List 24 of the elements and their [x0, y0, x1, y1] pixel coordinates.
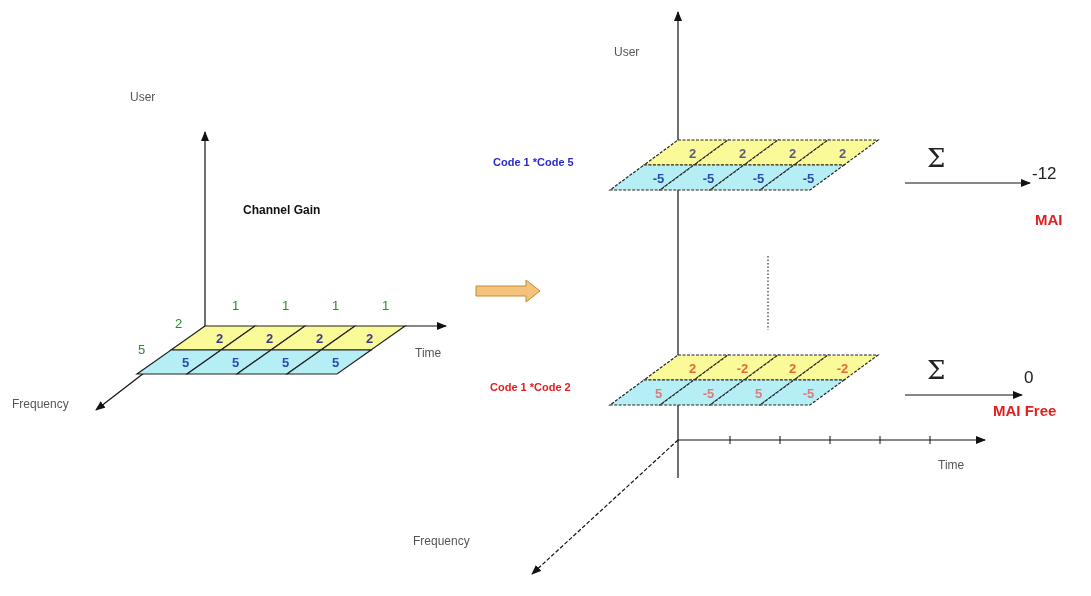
code-product-label: Code 1 *Code 5	[493, 156, 574, 168]
axis-label: User	[130, 90, 156, 104]
arrow	[904, 391, 1023, 399]
grid-cell: 2	[644, 140, 728, 165]
edge-label: Σ	[927, 143, 946, 173]
grid-cell: 2	[644, 355, 728, 380]
axis-label: Frequency	[413, 534, 470, 548]
chart-title: Channel Gain	[243, 203, 321, 217]
channel-gain-value: 1	[332, 298, 340, 313]
result-label: MAI	[1035, 211, 1063, 228]
axis-label: Frequency	[12, 397, 69, 411]
channel-gain-value: 1	[232, 298, 240, 313]
grid-cell: 5	[610, 380, 694, 405]
axis-label: User	[614, 45, 640, 59]
arrow	[904, 179, 1031, 187]
code-product-label: Code 1 *Code 2	[490, 381, 571, 393]
axis-label: Time	[415, 346, 442, 360]
axis-label: Time	[938, 458, 965, 472]
sum-value: 0	[1024, 368, 1034, 388]
edge-label: Σ	[927, 355, 946, 385]
channel-gain-value: 1	[382, 298, 390, 313]
sum-value: -12	[1032, 164, 1057, 184]
channel-gain-value: 1	[282, 298, 290, 313]
result-label: MAI Free	[993, 402, 1057, 419]
